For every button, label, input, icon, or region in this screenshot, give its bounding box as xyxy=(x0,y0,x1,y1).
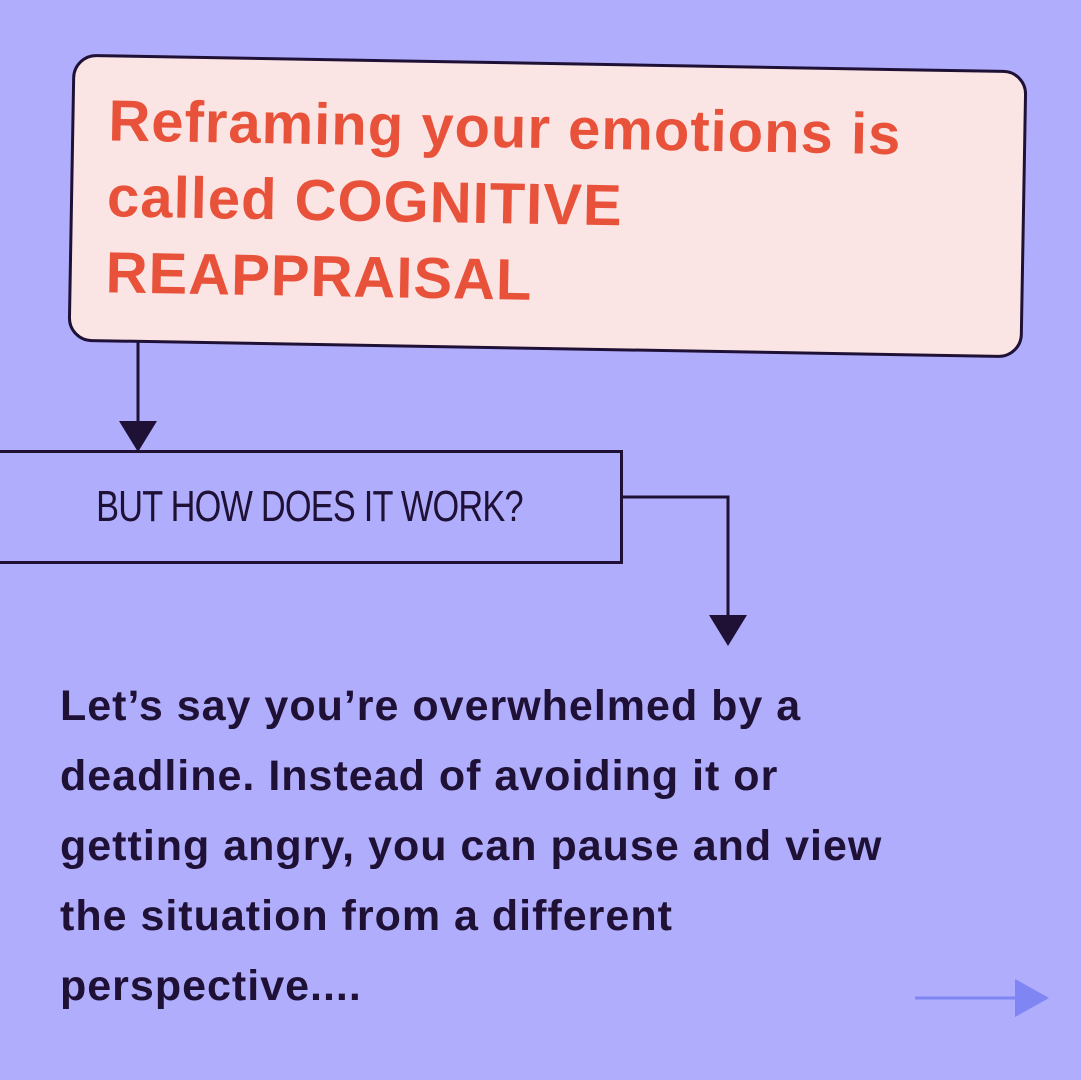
title-text: Reframing your emotions is called COGNIT… xyxy=(105,88,902,313)
title-card: Reframing your emotions is called COGNIT… xyxy=(67,53,1028,359)
next-slide-arrow-icon[interactable] xyxy=(912,975,1052,1025)
arrow-down-icon xyxy=(119,421,157,452)
question-text: BUT HOW DOES IT WORK? xyxy=(96,482,523,531)
connector-title-to-question xyxy=(119,338,157,452)
body-text: Let’s say you’re overwhelmed by a deadli… xyxy=(60,682,883,1010)
arrow-down-icon xyxy=(709,615,747,646)
connector-question-to-body xyxy=(623,495,747,646)
question-box: BUT HOW DOES IT WORK? xyxy=(0,450,623,564)
